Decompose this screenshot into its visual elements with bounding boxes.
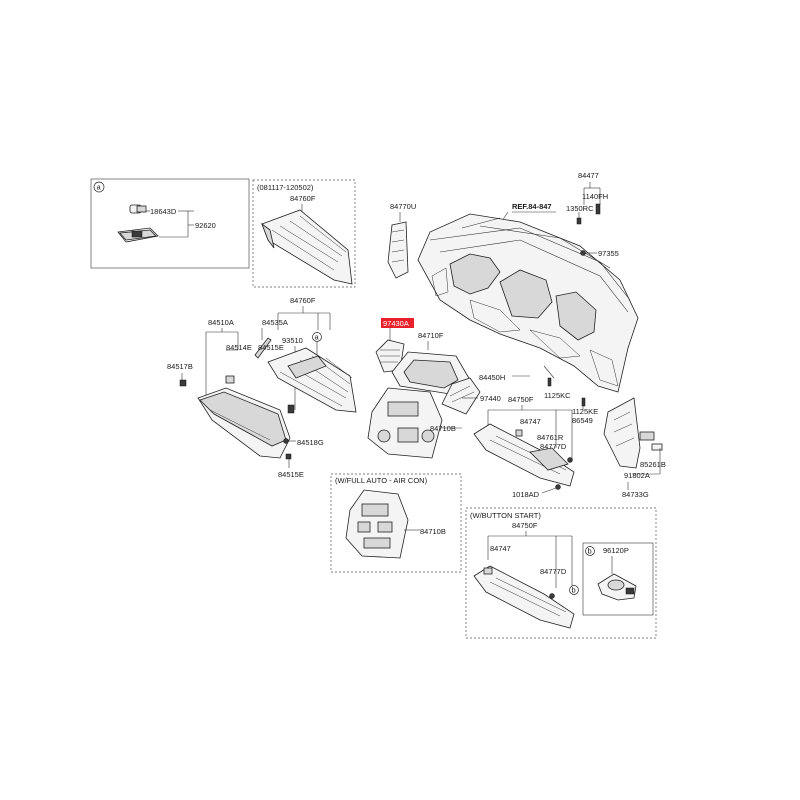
inset-b [582, 542, 654, 616]
lower-center-panel: 84750F 84747 84761R 84777D 1018AD [473, 395, 575, 499]
clip-85261b-2 [651, 443, 663, 451]
part-label-84517b: 84517B [167, 362, 193, 371]
callout-b-inset [585, 546, 595, 556]
side-panel-right [603, 397, 641, 469]
part-label-84518g: 84518G [297, 438, 324, 447]
fascia-84710b-full-auto [345, 489, 409, 559]
glove-box-assembly: 84760F 84535A 84515E 93510 a [254, 296, 357, 414]
part-label-86549: 86549 [572, 416, 593, 425]
clip-84514e [225, 375, 235, 384]
side-panel-left [387, 221, 409, 279]
part-label-84750f: 84750F [508, 395, 534, 404]
full-auto-label: (W/FULL AUTO - AIR CON) [335, 476, 428, 485]
inset-date-range: (081117-120502) 84760F [252, 179, 356, 288]
part-label-84450h: 84450H [479, 373, 505, 382]
part-label-84514e: 84514E [226, 343, 252, 352]
part-label-1018ad: 1018AD [512, 490, 540, 499]
panel-84750f-button-start [473, 565, 575, 629]
dashboard-main: 84770U REF.84-847 84477 1140FH 1350RC 97… [387, 171, 639, 393]
part-label-84761r: 84761R [537, 433, 564, 442]
clip-85261b [639, 431, 655, 441]
clip-84515e [285, 453, 292, 460]
part-label-84515e-2: 84515E [278, 470, 304, 479]
center-fascia: 97430A 84710F 84450H 1125KC 97440 84710B [367, 318, 571, 459]
part-label-97355: 97355 [598, 249, 619, 258]
part-label-93510: 93510 [282, 336, 303, 345]
ref-label: REF.84-847 [512, 202, 552, 211]
highlight-97430a [381, 318, 414, 328]
start-button-part [597, 573, 637, 601]
right-side-panel: 1125KE 86549 85261B 91802A 84733G [572, 397, 666, 499]
part-label-1350rc: 1350RC [566, 204, 594, 213]
vent-97440 [441, 377, 481, 415]
part-label-92620: 92620 [195, 221, 216, 230]
part-label-84747-2: 84747 [490, 544, 511, 553]
part-label-84510a: 84510A [208, 318, 234, 327]
part-label-91802a: 91802A [624, 471, 650, 480]
part-label-96120p: 96120P [603, 546, 629, 555]
damper-84535a [254, 337, 272, 359]
part-label-84477: 84477 [578, 171, 599, 180]
callout-a-glovebox [312, 332, 322, 342]
part-label-1125kc: 1125KC [544, 391, 571, 400]
svg-text:b: b [572, 586, 576, 595]
part-label-97430a: 97430A [383, 319, 409, 328]
lower-glove-box: 84510A 84514E 84517B 84518G 84515E [167, 318, 324, 479]
callout-b-circle [569, 585, 579, 595]
callout-a-circle [93, 181, 105, 193]
part-label-84747: 84747 [520, 417, 541, 426]
part-label-84710f: 84710F [418, 331, 444, 340]
fascia-84710b [367, 387, 443, 459]
part-label-84535a: 84535A [262, 318, 288, 327]
inset-button-start: (W/BUTTON START) 84750F 84747 84777D b b… [465, 507, 657, 639]
svg-text:a: a [315, 333, 320, 342]
part-label-1140fh: 1140FH [582, 192, 608, 201]
button-start-label: (W/BUTTON START) [470, 511, 541, 520]
panel-84750f [473, 423, 575, 487]
part-label-84750f-2: 84750F [512, 521, 538, 530]
lamp-housing-part [117, 227, 159, 243]
glove-box-door-old [261, 209, 353, 285]
part-label-84710b: 84710B [430, 424, 456, 433]
sensor-97355 [580, 250, 586, 256]
part-label-1125ke: 1125KE [572, 407, 598, 416]
inset-a: a 18643D 92620 [90, 178, 250, 269]
part-label-84777d-2: 84777D [540, 567, 567, 576]
inset-full-auto: (W/FULL AUTO - AIR CON) 84710B [330, 473, 462, 573]
part-label-84770u: 84770U [390, 202, 416, 211]
callout-a-label: a [97, 183, 102, 192]
bulb-part [129, 204, 147, 214]
bumper-84517b [179, 379, 187, 387]
part-label-84760f-mid: 84760F [290, 296, 316, 305]
part-label-85261b: 85261B [640, 460, 666, 469]
part-label-97440: 97440 [480, 394, 501, 403]
part-label-84733g: 84733G [622, 490, 649, 499]
part-label-84760f-top: 84760F [290, 194, 316, 203]
part-label-84777d: 84777D [540, 442, 567, 451]
part-label-84515e-1: 84515E [258, 343, 284, 352]
svg-text:b: b [588, 547, 592, 556]
bolt-84518g [283, 438, 289, 444]
bolt-1140fh [595, 203, 601, 215]
bolt-1350rc [576, 217, 582, 225]
part-label-84710b-2: 84710B [420, 527, 446, 536]
part-label-18643d: 18643D [150, 207, 177, 216]
date-range-label: (081117-120502) [257, 183, 314, 192]
